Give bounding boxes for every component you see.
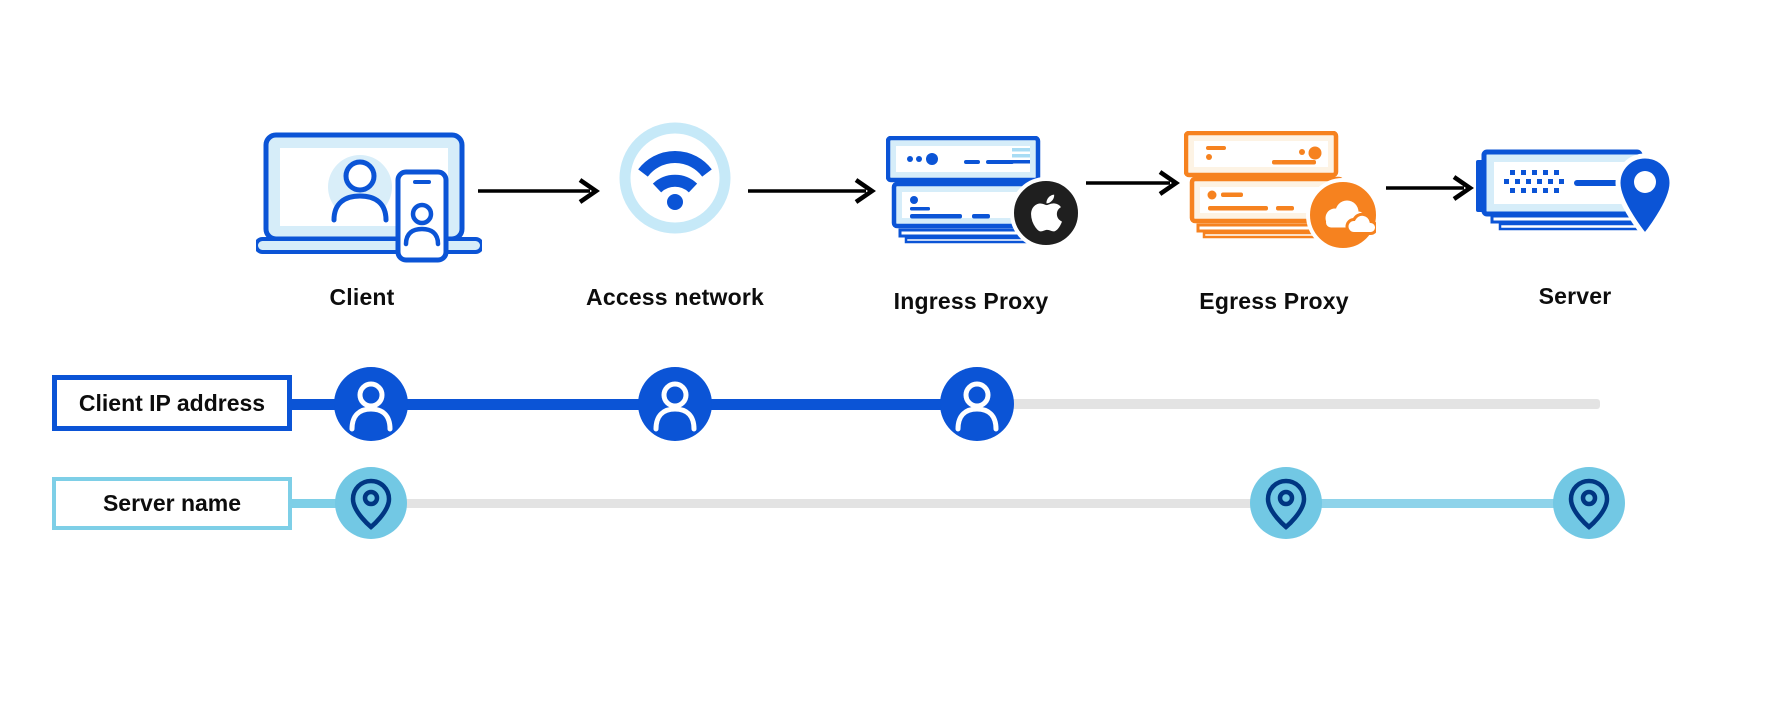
flow-node-client [254,130,484,266]
arrow-ingress-to-egress-icon [1086,170,1180,196]
client-ip-track-known-segment [285,398,977,410]
arrow-access-to-ingress-icon [748,178,876,204]
apple-logo-icon [1010,177,1082,249]
person-icon [638,367,712,441]
client-ip-address-label: Client IP address [78,389,266,416]
location-pin-icon [1553,467,1625,539]
flow-label-access-network: Access network [586,284,764,310]
server-location-pin-icon [1612,150,1678,244]
server-name-track-connector-segment [285,499,385,508]
client-ip-address-label-box: Client IP address [52,375,292,431]
pin-marker-client [335,467,407,544]
server-name-label: Server name [102,490,242,516]
location-pin-icon [335,467,407,539]
location-pin-icon [1250,467,1322,539]
flow-label-server: Server [1538,283,1612,309]
cloudflare-logo-icon [1306,178,1380,252]
flow-label-client: Client [329,284,395,310]
server-name-label-box: Server name [52,477,292,530]
person-marker-client [334,367,408,446]
wifi-icon [619,122,731,234]
arrow-egress-to-server-icon [1386,175,1474,201]
server-name-track-known-segment [1286,499,1589,508]
flow-label-egress-proxy: Egress Proxy [1199,288,1349,314]
flow-node-access-network [614,117,736,239]
person-icon [940,367,1014,441]
person-marker-ingress-proxy [940,367,1014,446]
arrow-client-to-access-icon [478,178,600,204]
pin-marker-egress-proxy [1250,467,1322,544]
pin-marker-server [1553,467,1625,544]
person-icon [334,367,408,441]
person-marker-access-network [638,367,712,446]
server-name-track-unknown-segment [371,499,1286,508]
client-devices-icon [254,132,484,263]
flow-label-ingress-proxy: Ingress Proxy [893,288,1049,314]
